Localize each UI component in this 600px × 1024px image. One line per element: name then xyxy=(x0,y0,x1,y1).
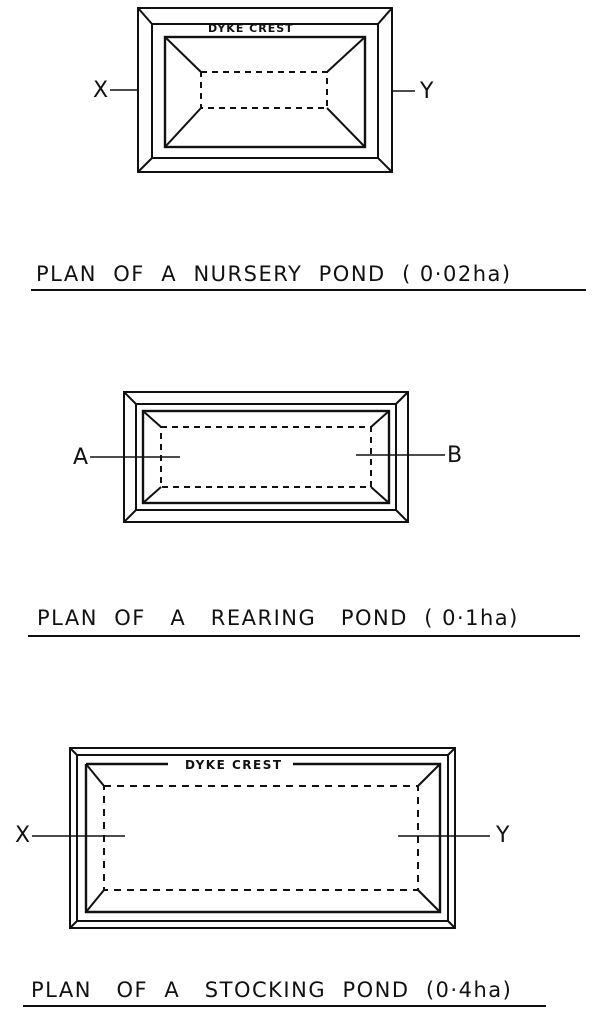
dyke-crest-edge xyxy=(135,403,397,511)
dyke-crest-label: DYKE CREST xyxy=(185,758,283,772)
stocking-pond-caption: PLAN OF A STOCKING POND (0·4ha) xyxy=(31,978,513,1002)
pond-bottom-dashed xyxy=(200,71,328,109)
section-marker-x: X xyxy=(15,823,31,848)
inner-slope-top xyxy=(141,409,391,505)
section-marker-b: B xyxy=(447,443,463,468)
section-marker-a: A xyxy=(73,445,89,470)
rearing-pond-caption: PLAN OF A REARING POND ( 0·1ha) xyxy=(37,606,519,630)
nursery-pond-plan xyxy=(110,7,415,173)
nursery-pond-caption: PLAN OF A NURSERY POND ( 0·02ha) xyxy=(36,262,512,286)
dyke-crest-edge xyxy=(76,754,449,922)
inner-slope-top xyxy=(84,762,442,914)
caption-underline xyxy=(31,289,586,291)
outer-dyke-edge xyxy=(69,747,456,929)
inner-slope-top xyxy=(163,35,367,149)
section-marker-y: Y xyxy=(496,823,510,848)
caption-underline xyxy=(28,635,580,637)
pond-bottom-dashed xyxy=(160,426,372,488)
caption-underline xyxy=(23,1005,546,1007)
dyke-crest-label: DYKE CREST xyxy=(208,22,294,35)
section-marker-y: Y xyxy=(420,79,434,104)
dyke-crest-edge xyxy=(151,23,379,159)
pond-bottom-dashed xyxy=(103,785,419,891)
section-marker-x: X xyxy=(93,78,109,103)
outer-dyke-edge xyxy=(123,391,409,523)
